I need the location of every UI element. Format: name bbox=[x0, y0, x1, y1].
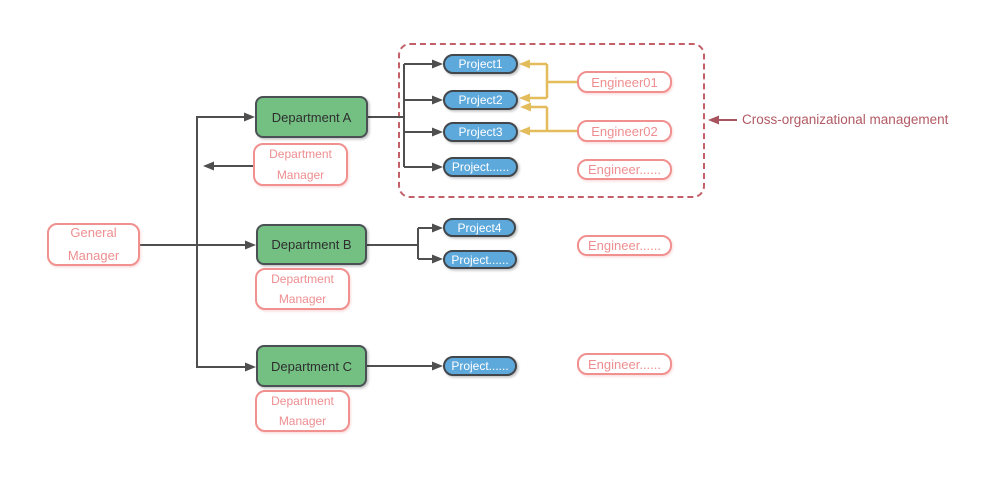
engineer02-assignment-arrowheads bbox=[519, 102, 531, 136]
cross-org-annotation-arrowhead bbox=[708, 115, 719, 125]
general-manager-node: General Manager bbox=[47, 223, 140, 266]
project-etc-a-node: Project...... bbox=[443, 157, 518, 177]
dept-a-project-tree bbox=[368, 63, 433, 168]
trunk-connector bbox=[140, 116, 246, 368]
engineer01-assignment-arrows bbox=[530, 62, 577, 100]
dept-a-project-arrowheads bbox=[432, 59, 443, 172]
engineer02-assignment-arrows bbox=[530, 105, 577, 133]
engineer02-node: Engineer02 bbox=[577, 120, 672, 142]
engineer01-node: Engineer01 bbox=[577, 71, 672, 93]
project4-node: Project4 bbox=[443, 218, 516, 237]
project3-node: Project3 bbox=[443, 122, 518, 142]
department-a-node: Department A bbox=[255, 96, 368, 138]
department-c-manager-node: Department Manager bbox=[255, 390, 350, 432]
department-a-manager-node: Department Manager bbox=[253, 143, 348, 186]
project2-node: Project2 bbox=[443, 90, 518, 110]
dept-b-project-tree bbox=[367, 227, 433, 260]
engineer-etc-c-node: Engineer...... bbox=[577, 353, 672, 375]
trunk-arrowheads bbox=[244, 112, 256, 372]
manager-a-left-arrowhead bbox=[203, 161, 214, 171]
cross-org-region bbox=[398, 43, 705, 198]
dept-b-project-arrowheads bbox=[432, 223, 443, 264]
project1-node: Project1 bbox=[443, 54, 518, 74]
dept-c-project-arrowhead bbox=[432, 361, 443, 371]
department-c-node: Department C bbox=[256, 345, 367, 387]
cross-org-annotation-label: Cross-organizational management bbox=[742, 112, 949, 127]
department-b-manager-node: Department Manager bbox=[255, 268, 350, 310]
engineer01-assignment-arrowheads bbox=[519, 59, 530, 103]
engineer-etc-a-node: Engineer...... bbox=[577, 159, 672, 180]
project-etc-b-node: Project...... bbox=[443, 250, 517, 269]
department-b-node: Department B bbox=[256, 224, 367, 265]
engineer-etc-b-node: Engineer...... bbox=[577, 235, 672, 256]
project-etc-c-node: Project...... bbox=[443, 356, 517, 376]
